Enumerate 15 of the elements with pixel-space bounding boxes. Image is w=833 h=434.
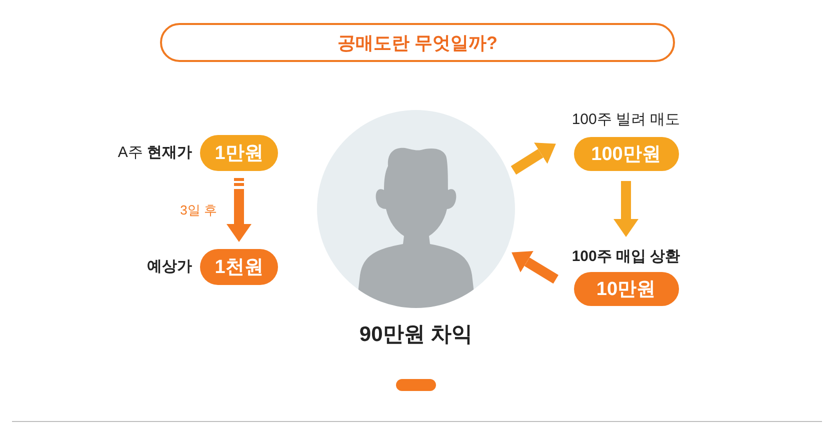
price-pill: 10만원	[574, 272, 678, 306]
price-pill: 1만원	[200, 135, 278, 171]
price-label: 예상가	[147, 257, 192, 277]
step-heading: 100주 빌려 매도	[572, 110, 680, 130]
edge-label: 3일 후	[178, 202, 219, 218]
profit-caption: 90만원 차익	[359, 322, 473, 348]
price-pill: 1천원	[200, 249, 278, 285]
step-heading: 100주 매입 상환	[572, 247, 680, 267]
price-label: A주 현재가	[118, 143, 192, 163]
person-avatar	[317, 110, 515, 308]
arrow	[614, 181, 638, 237]
title-banner: 공매도란 무엇일까?	[160, 23, 675, 62]
arrow	[226, 178, 252, 242]
price-pill: 100만원	[574, 137, 678, 171]
arrow	[508, 248, 558, 284]
